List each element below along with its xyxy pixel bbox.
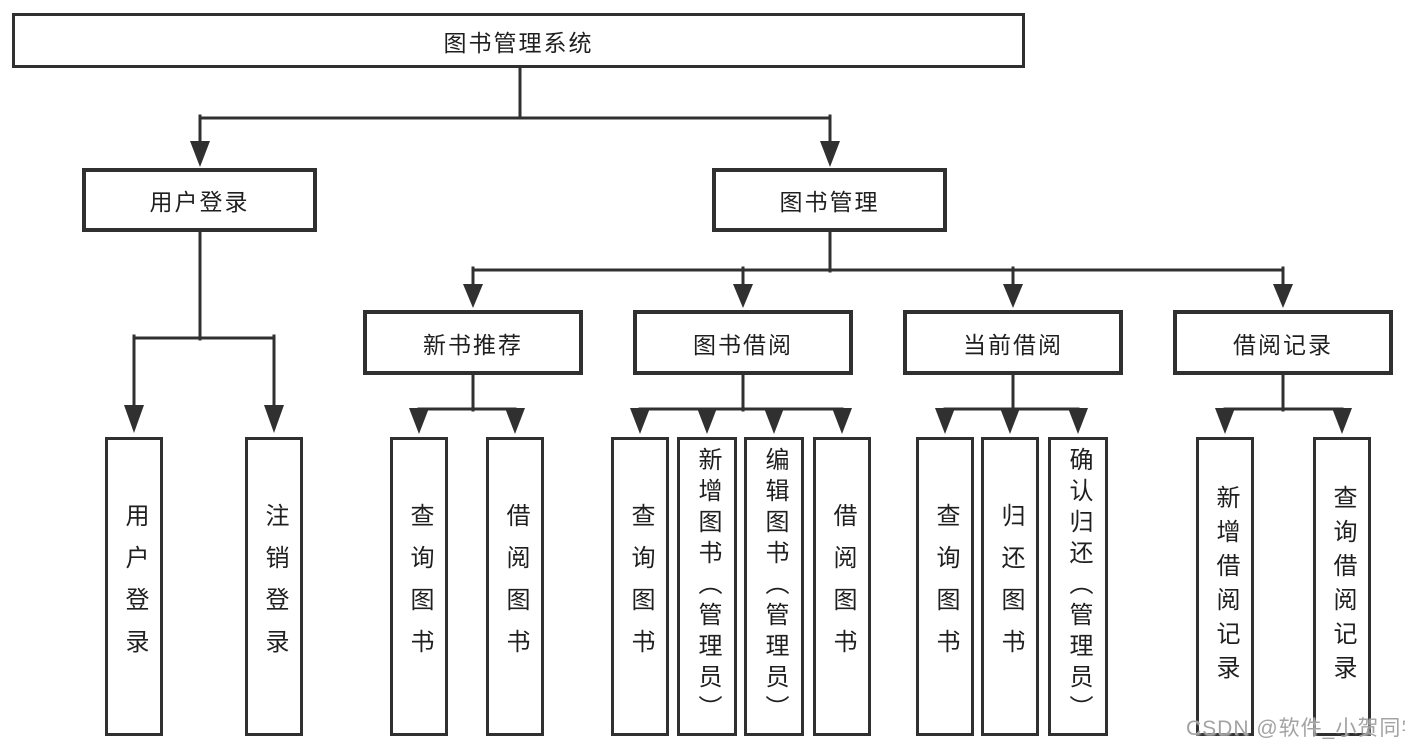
leaf-label: 查询借阅记录 (1329, 484, 1356, 689)
arrow-down-icon (190, 141, 210, 167)
leaf-label: 注销登录 (261, 502, 288, 671)
node-label: 新书推荐 (423, 331, 523, 358)
leaf-recommend-query-books: 查询图书 (390, 437, 448, 736)
connector-book-management-to-level3 (463, 230, 1293, 308)
leaf-label: 借阅图书 (829, 502, 856, 671)
connector-book-borrowing-to-leaves (630, 373, 852, 434)
leaf-current-confirm-return-admin: 确认归还（管理员） (1048, 437, 1108, 736)
node-user-login: 用户登录 (82, 168, 317, 232)
node-label: 图书借阅 (693, 331, 793, 358)
leaf-recommend-borrow-books: 借阅图书 (486, 437, 544, 736)
connector-user-login-to-leaves (124, 230, 284, 433)
leaf-records-query-record: 查询借阅记录 (1313, 437, 1371, 736)
csdn-watermark: CSDN @软件_小贺同学 (1186, 717, 1405, 740)
node-root-system: 图书管理系统 (12, 13, 1025, 68)
connector-root-to-level2 (190, 64, 840, 167)
leaf-label: 查询图书 (627, 502, 654, 671)
arrow-down-icon (463, 284, 483, 308)
node-label: 图书管理 (779, 189, 880, 215)
arrow-down-icon (630, 408, 650, 434)
node-current-borrowing: 当前借阅 (903, 310, 1123, 375)
leaf-current-query-books: 查询图书 (916, 437, 974, 736)
node-book-borrowing: 图书借阅 (633, 310, 853, 375)
leaf-borrowing-query-books: 查询图书 (611, 437, 669, 736)
arrow-down-icon (1332, 408, 1352, 434)
leaf-borrowing-borrow-books: 借阅图书 (813, 437, 871, 736)
leaf-label: 新增借阅记录 (1212, 484, 1239, 689)
node-book-management: 图书管理 (712, 168, 947, 232)
arrow-down-icon (1003, 284, 1023, 308)
arrow-down-icon (1000, 408, 1020, 434)
leaf-label: 借阅图书 (502, 502, 529, 671)
node-new-book-recommend: 新书推荐 (363, 310, 583, 375)
arrow-down-icon (505, 408, 525, 434)
arrow-down-icon (764, 408, 784, 434)
arrow-down-icon (1068, 408, 1088, 434)
arrow-down-icon (820, 141, 840, 167)
connector-current-borrowing-to-leaves (935, 373, 1088, 434)
arrow-down-icon (935, 408, 955, 434)
connector-new-book-recommend-to-leaves (409, 373, 525, 434)
arrow-down-icon (264, 405, 284, 433)
node-label: 图书管理系统 (443, 29, 594, 56)
arrow-down-icon (1215, 408, 1235, 434)
leaf-label: 新增图书（管理员） (694, 447, 721, 726)
arrow-down-icon (697, 408, 717, 434)
node-label: 当前借阅 (963, 331, 1063, 358)
leaf-label: 确认归还（管理员） (1065, 447, 1092, 726)
connector-borrowing-records-to-leaves (1215, 373, 1352, 434)
node-label: 借阅记录 (1233, 331, 1333, 358)
leaf-label: 归还图书 (997, 502, 1024, 671)
leaf-label: 查询图书 (406, 502, 433, 671)
leaf-logout: 注销登录 (245, 437, 303, 736)
node-borrowing-records: 借阅记录 (1173, 310, 1393, 375)
leaf-label: 编辑图书（管理员） (761, 447, 788, 726)
leaf-current-return-books: 归还图书 (981, 437, 1039, 736)
leaf-borrowing-add-books-admin: 新增图书（管理员） (677, 437, 737, 736)
arrow-down-icon (733, 284, 753, 308)
leaf-label: 用户登录 (121, 502, 148, 671)
arrow-down-icon (832, 408, 852, 434)
arrow-down-icon (1273, 284, 1293, 308)
node-label: 用户登录 (149, 189, 250, 215)
leaf-label: 查询图书 (932, 502, 959, 671)
arrow-down-icon (124, 405, 144, 433)
leaf-user-login: 用户登录 (105, 437, 163, 736)
leaf-borrowing-edit-books-admin: 编辑图书（管理员） (744, 437, 804, 736)
leaf-records-add-record: 新增借阅记录 (1196, 437, 1254, 736)
arrow-down-icon (409, 408, 429, 434)
